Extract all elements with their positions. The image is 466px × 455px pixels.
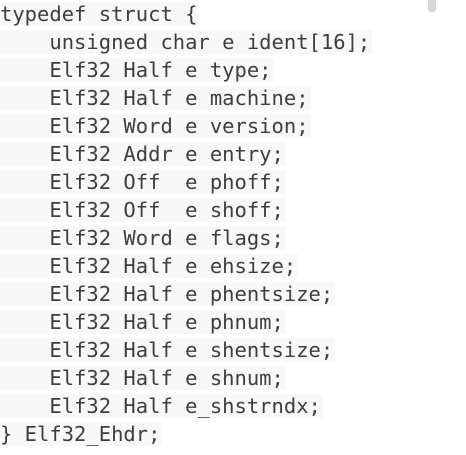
code-line-13: Elf32 Half e shentsize; <box>0 338 336 362</box>
code-line-15: Elf32 Half e_shstrndx; <box>0 394 323 418</box>
code-text: Elf32 Half e shnum; <box>0 366 286 390</box>
code-text: Elf32 Word e flags; <box>0 226 286 250</box>
code-text: Elf32 Half e phnum; <box>0 310 286 334</box>
code-line-10: Elf32 Half e ehsize; <box>0 254 299 278</box>
code-text: typedef struct { <box>0 2 200 26</box>
code-text: } Elf32_Ehdr; <box>0 422 163 446</box>
code-text: Elf32 Half e_shstrndx; <box>0 394 323 418</box>
code-line-14: Elf32 Half e shnum; <box>0 366 286 390</box>
code-line-4: Elf32 Half e machine; <box>0 86 311 110</box>
code-text: unsigned char e ident[16]; <box>0 30 373 54</box>
code-line-12: Elf32 Half e phnum; <box>0 310 286 334</box>
code-text: Elf32 Half e ehsize; <box>0 254 299 278</box>
scrollbar-thumb[interactable] <box>428 0 436 12</box>
code-text: Elf32 Half e type; <box>0 58 274 82</box>
code-line-6: Elf32 Addr e entry; <box>0 142 286 166</box>
code-line-3: Elf32 Half e type; <box>0 58 274 82</box>
code-line-16: } Elf32_Ehdr; <box>0 422 163 446</box>
code-text: Elf32 Half e phentsize; <box>0 282 336 306</box>
code-line-5: Elf32 Word e version; <box>0 114 311 138</box>
code-line-9: Elf32 Word e flags; <box>0 226 286 250</box>
code-line-7: Elf32 Off e phoff; <box>0 170 286 194</box>
code-line-1: typedef struct { <box>0 2 200 26</box>
code-text: Elf32 Half e shentsize; <box>0 338 336 362</box>
code-line-11: Elf32 Half e phentsize; <box>0 282 336 306</box>
code-text: Elf32 Off e shoff; <box>0 198 286 222</box>
code-text: Elf32 Half e machine; <box>0 86 311 110</box>
code-text: Elf32 Off e phoff; <box>0 170 286 194</box>
code-line-8: Elf32 Off e shoff; <box>0 198 286 222</box>
code-text: Elf32 Addr e entry; <box>0 142 286 166</box>
code-line-2: unsigned char e ident[16]; <box>0 30 373 54</box>
code-text: Elf32 Word e version; <box>0 114 311 138</box>
